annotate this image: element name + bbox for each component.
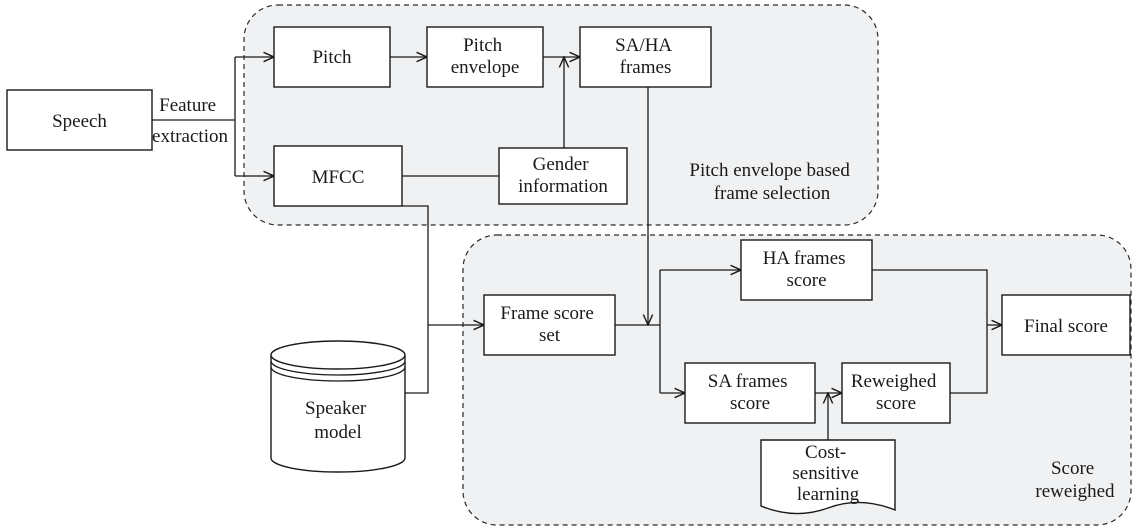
svg-text:SA/HA frames: SA/HA frames [615,35,676,78]
svg-text:MFCC: MFCC [312,167,365,188]
svg-text:Pitch envelope: Pitch envelope [451,35,520,78]
pitch-node: Pitch [273,26,391,88]
svg-text:HA frames score: HA frames score [763,248,851,291]
svg-text:SA frames score: SA frames score [708,371,792,414]
reweighed-score-node: Reweighed score [841,362,951,424]
svg-text:Final score: Final score [1024,316,1108,337]
svg-text:Speech: Speech [52,111,107,132]
sa-frames-score-node: SA frames score [684,362,816,424]
mfcc-node: MFCC [273,145,403,207]
cost-sensitive-learning-node: Cost- sensitive learning [760,439,896,515]
score-reweighed-label: Score reweighed [1035,458,1115,502]
speaker-model-node: Speaker model [270,340,406,473]
feature-extraction-label: Feature extraction [152,95,228,147]
pitch-envelope-node: Pitch envelope [426,26,544,88]
svg-text:Frame score set: Frame score set [500,303,598,346]
gender-information-node: Gender information [498,147,628,205]
connectors [152,57,1002,440]
frame-selection-label: Pitch envelope based frame selection [689,160,854,204]
sa-ha-frames-node: SA/HA frames [579,26,712,88]
svg-text:Pitch: Pitch [312,47,352,68]
speech-node: Speech [6,89,153,151]
svg-text:Cost- sensitive le: Cost- sensitive learning [792,442,863,505]
svg-text:Gender information: Gender information [518,154,608,197]
svg-text:Speaker model: Speaker model [305,398,371,443]
ha-frames-score-node: HA frames score [740,239,873,301]
svg-text:Reweighed score: Reweighed score [851,371,941,414]
frame-score-set-node: Frame score set [483,294,616,356]
final-score-node: Final score [1001,294,1131,356]
